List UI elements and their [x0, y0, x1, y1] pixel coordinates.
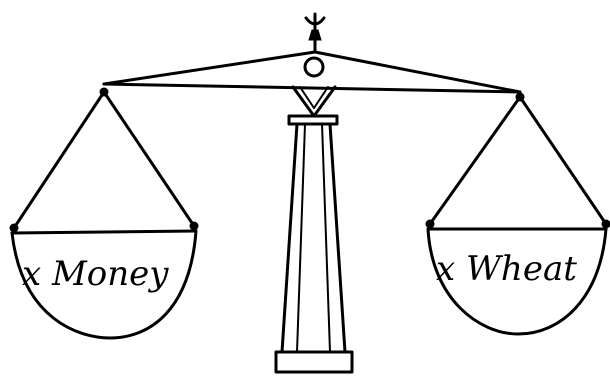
- pivot-ring: [305, 58, 323, 76]
- right-pan-label: x Wheat: [436, 249, 577, 289]
- finial: [306, 14, 324, 52]
- right-pan: [426, 93, 610, 334]
- left-pan: [10, 88, 198, 338]
- left-pan-label: x Money: [22, 254, 169, 294]
- support-column: [276, 116, 352, 372]
- pivot-wedge: [293, 87, 335, 116]
